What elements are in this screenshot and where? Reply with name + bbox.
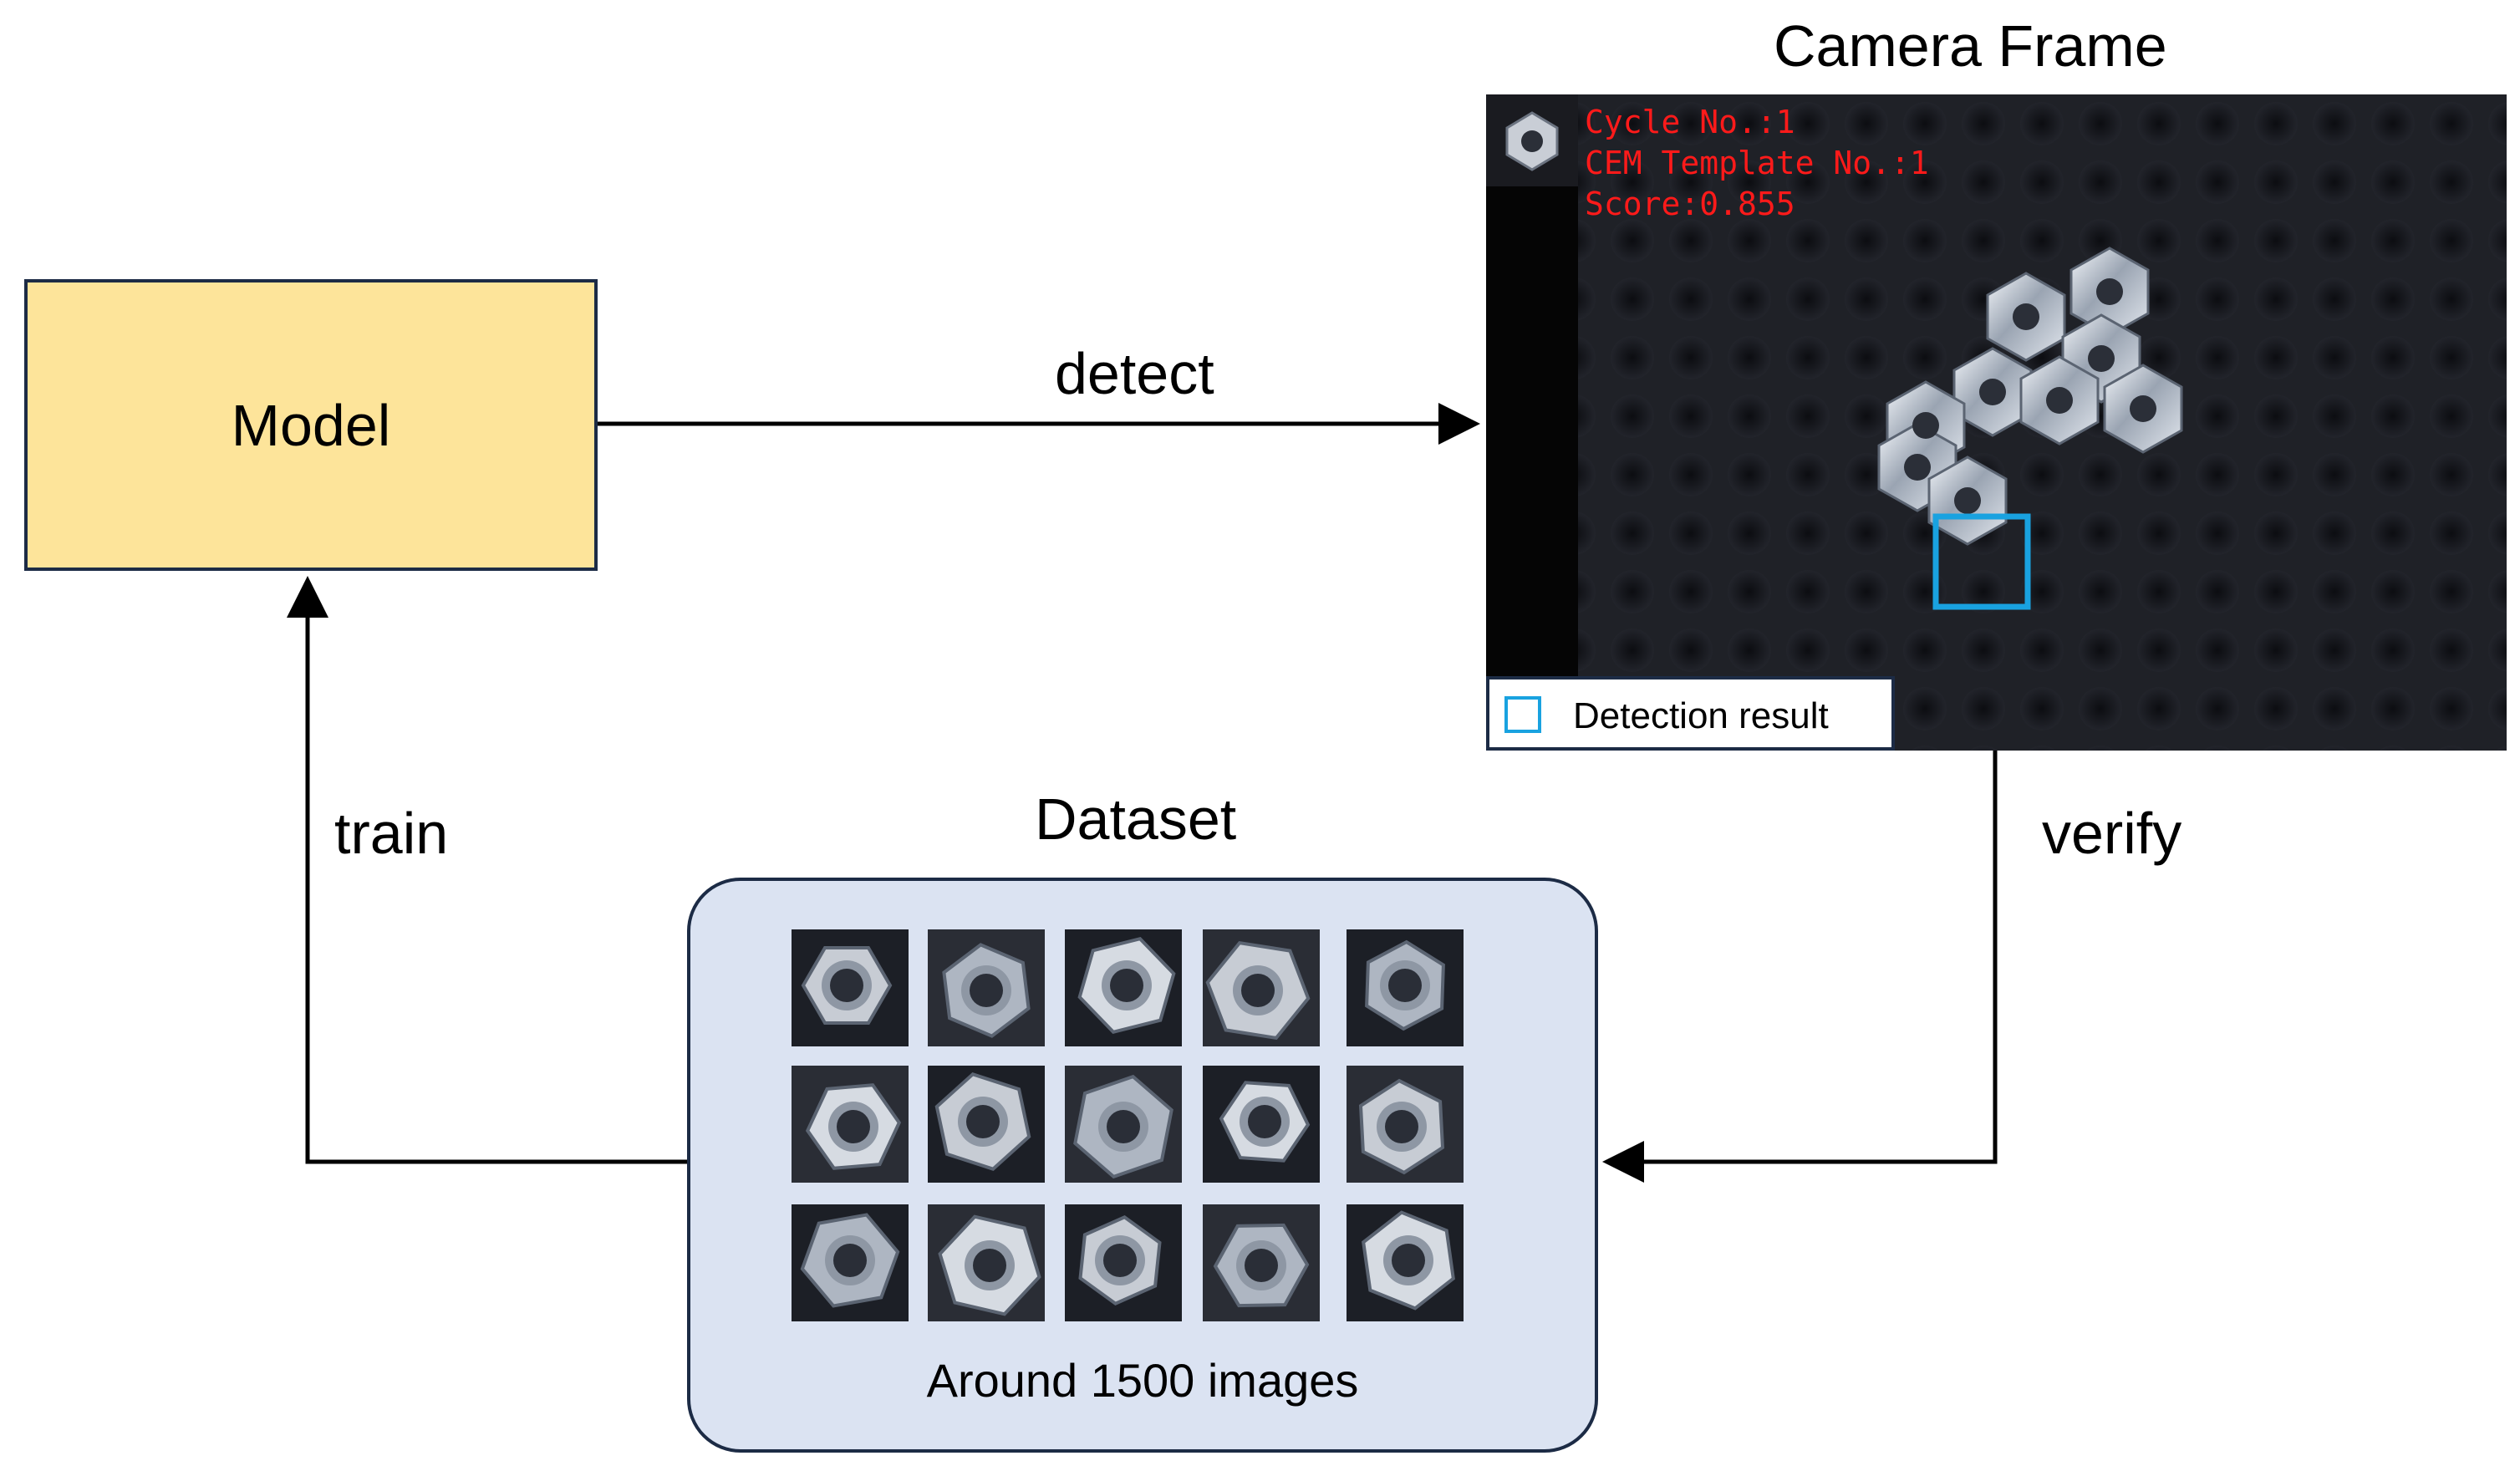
dataset-thumbnail [1203, 1204, 1320, 1321]
dataset-thumbnail [1203, 1066, 1320, 1183]
dataset-thumbnail [928, 1066, 1045, 1183]
dataset-caption: Around 1500 images [926, 1354, 1359, 1407]
dataset-thumbnail [1065, 929, 1182, 1046]
dataset-thumbnail [1347, 1066, 1464, 1183]
dataset-thumbnail [1347, 929, 1464, 1046]
camera-background-texture [1486, 94, 2507, 751]
dataset-thumbnail [1203, 929, 1320, 1046]
verify-label: verify [2042, 801, 2182, 866]
detect-label: detect [1055, 341, 1214, 406]
train-arrow [287, 576, 687, 1164]
overlay-score: Score:0.855 [1585, 186, 1795, 222]
dataset-thumbnail [928, 929, 1045, 1046]
detection-box [1932, 513, 2031, 610]
dataset-thumbnail [792, 1204, 909, 1321]
dataset-thumbnail [792, 1066, 909, 1183]
dataset-thumbnail [1347, 1204, 1464, 1321]
model-box: Model [24, 279, 598, 571]
detection-legend: Detection result [1486, 676, 1895, 751]
camera-frame-title: Camera Frame [1774, 13, 2167, 79]
dataset-thumbnail [792, 929, 909, 1046]
detection-legend-label: Detection result [1573, 695, 1829, 736]
camera-template-strip [1486, 94, 1578, 751]
detection-legend-swatch [1504, 696, 1541, 733]
dataset-thumbnail [928, 1204, 1045, 1321]
overlay-cycle: Cycle No.:1 [1585, 104, 1795, 140]
dataset-thumbnail-grid [690, 881, 1595, 1449]
verify-arrow [1602, 751, 1998, 1183]
model-label: Model [231, 392, 391, 458]
train-label: train [334, 801, 449, 866]
dataset-thumbnail [1065, 1066, 1182, 1183]
dataset-title: Dataset [1035, 786, 1237, 852]
dataset-box: Around 1500 images [687, 878, 1598, 1453]
camera-frame-image: Cycle No.:1 CEM Template No.:1 Score:0.8… [1486, 94, 2507, 751]
dataset-thumbnail [1065, 1204, 1182, 1321]
nut-pile [1877, 247, 2183, 546]
overlay-template: CEM Template No.:1 [1585, 145, 1929, 181]
nut-holes [1904, 278, 2156, 514]
template-thumbnail [1486, 94, 1578, 186]
